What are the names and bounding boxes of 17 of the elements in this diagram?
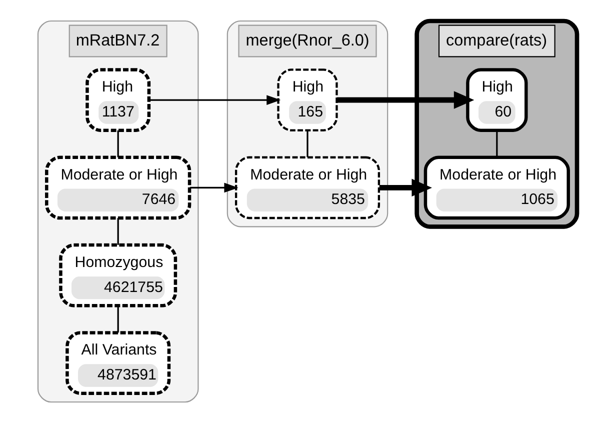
node-box: Homozygous 4621755 xyxy=(59,243,178,308)
node-box: High 60 xyxy=(466,68,528,132)
arrow xyxy=(379,178,432,197)
connector xyxy=(117,130,119,158)
node-box: High 1137 xyxy=(86,68,151,132)
arrow xyxy=(190,182,238,193)
connector xyxy=(496,130,498,158)
arrow xyxy=(337,91,474,109)
node-box: Moderate or High 7646 xyxy=(45,156,192,220)
node-box: Moderate or High 5835 xyxy=(234,156,380,220)
arrow xyxy=(149,95,281,105)
node-box: High 165 xyxy=(277,68,338,132)
connector xyxy=(306,130,308,158)
connector xyxy=(117,218,119,245)
node-box: Moderate or High 1065 xyxy=(424,156,570,220)
connector xyxy=(117,306,119,333)
node-box: All Variants 4873591 xyxy=(66,331,171,395)
